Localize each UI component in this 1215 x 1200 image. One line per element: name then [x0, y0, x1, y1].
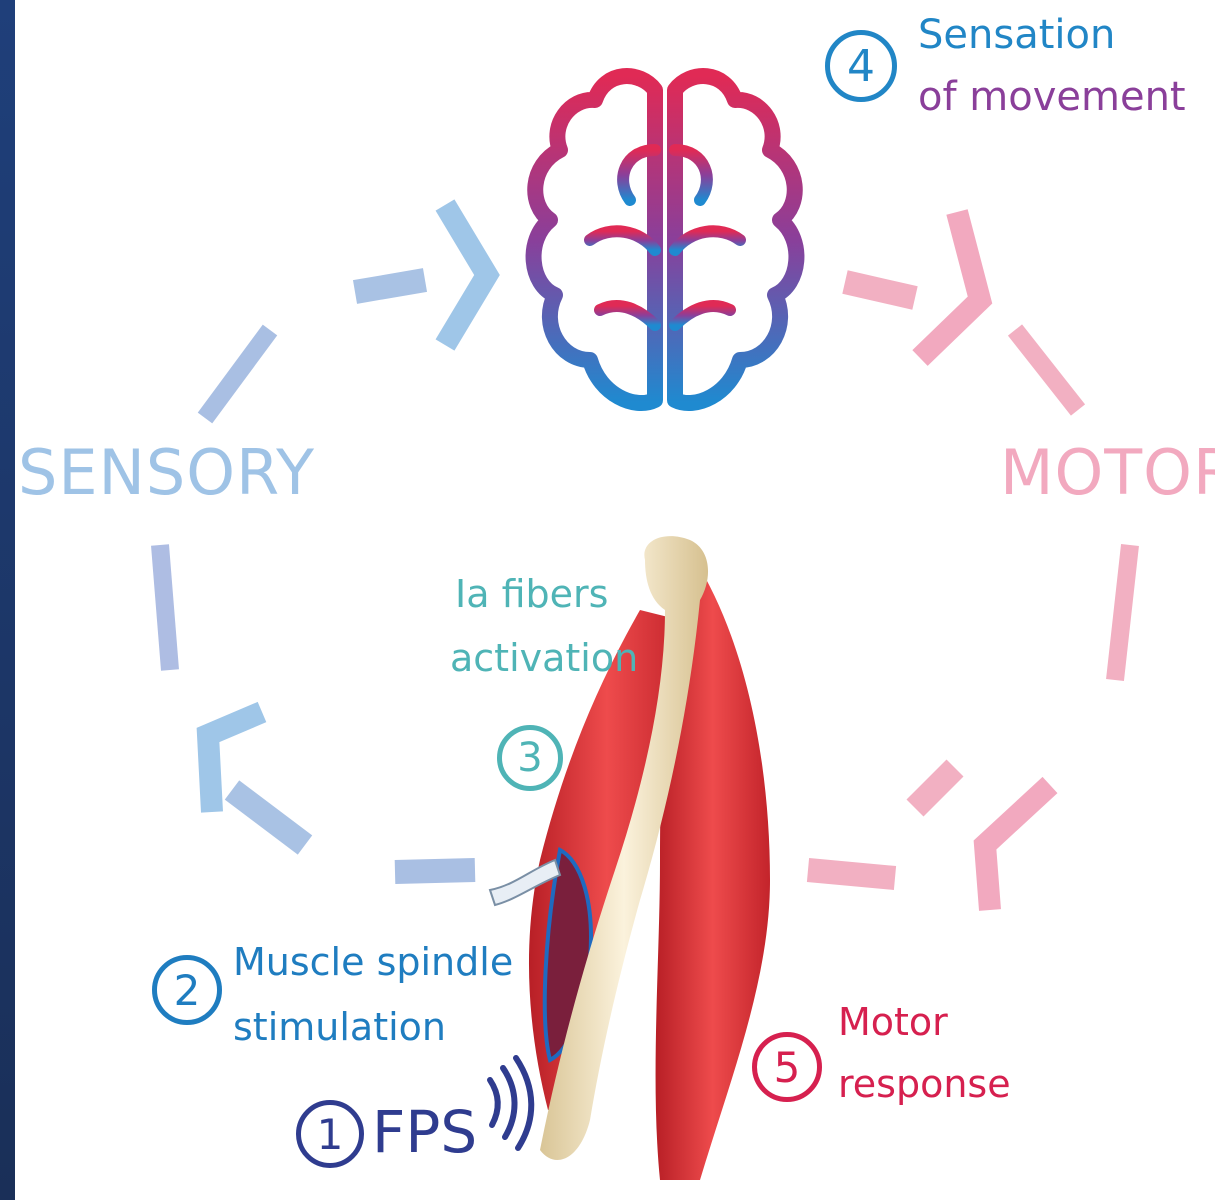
motor-label: MOTOR [1000, 436, 1215, 509]
sensory-arrow-top [445, 205, 487, 345]
sensory-dash-left [160, 545, 170, 670]
step5-label-line1: Motor [838, 1000, 948, 1044]
sensory-dash-top [355, 280, 425, 292]
sensory-label: SENSORY [18, 436, 315, 509]
motor-loop [808, 212, 1130, 910]
motor-arrow-top [920, 212, 980, 358]
sensory-dash-bottom [395, 870, 475, 872]
step3-number-badge: 3 [497, 725, 563, 791]
step2-label-line2: stimulation [233, 1005, 446, 1049]
step4-number-badge: 4 [825, 30, 897, 102]
sensory-dash-upper-left [205, 330, 270, 418]
step5-label-line2: response [838, 1062, 1011, 1106]
sensory-dash-lower-left [232, 790, 305, 845]
step3-label-line2: activation [450, 636, 638, 680]
step4-label-line1: Sensation [918, 12, 1115, 58]
vibration-icon [490, 1058, 531, 1148]
step2-label-line1: Muscle spindle [233, 940, 513, 984]
step1-number-badge: 1 [296, 1100, 364, 1168]
motor-dash-upper-right [1015, 330, 1078, 410]
step3-label-line1: Ia fibers [455, 572, 608, 616]
sensory-loop [160, 205, 487, 872]
step4-label-line2: of movement [918, 74, 1186, 120]
motor-dash-top [845, 282, 915, 298]
step5-number-badge: 5 [752, 1032, 822, 1102]
step1-label: FPS [372, 1098, 477, 1166]
motor-arrow-right [985, 785, 1050, 910]
motor-dash-bottom [808, 870, 895, 878]
motor-dash-lower-right [915, 768, 955, 808]
brain-icon [534, 76, 797, 403]
motor-dash-right [1115, 545, 1130, 680]
step2-number-badge: 2 [152, 955, 222, 1025]
